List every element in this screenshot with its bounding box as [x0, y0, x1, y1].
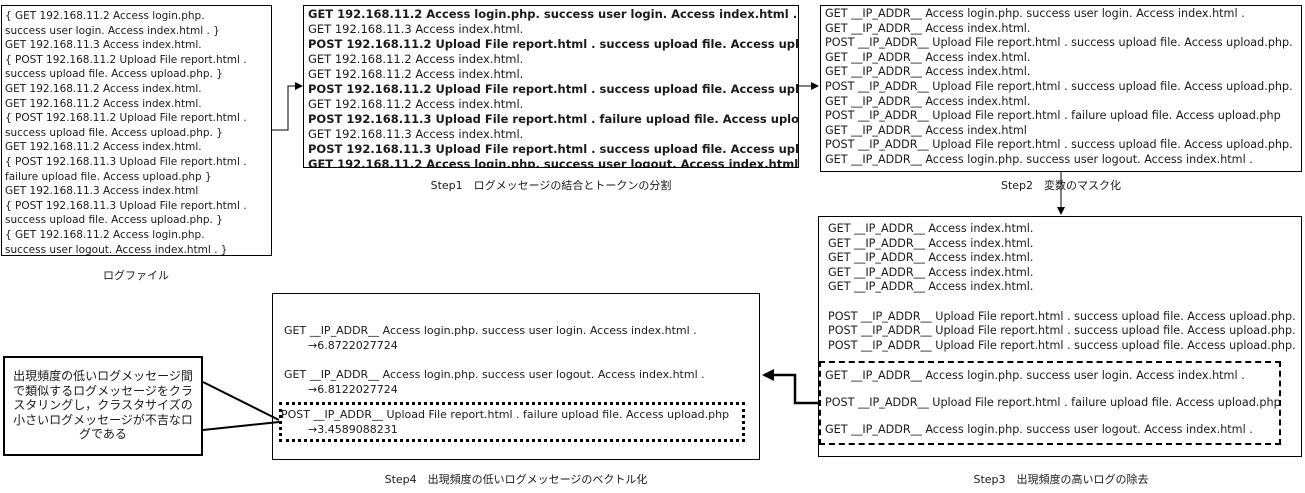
log-file-caption: ログファイル [103, 269, 169, 282]
log-line: success upload file. Access upload.php. … [5, 68, 223, 81]
step2-line: GET __IP_ADDR__ Access index.html. [825, 65, 1031, 79]
step2-line: POST __IP_ADDR__ Upload File report.html… [825, 109, 1281, 123]
step4-entry-text: GET __IP_ADDR__ Access login.php. succes… [284, 324, 697, 337]
step4-entry-value: →6.8722027724 [308, 338, 398, 352]
step1-box: GET 192.168.11.2 Access login.php. succe… [303, 5, 799, 168]
log-line: failure upload file. Access upload.php } [5, 170, 212, 183]
step3-frequent-line: POST __IP_ADDR__ Upload File report.html… [828, 324, 1296, 338]
log-line: GET 192.168.11.2 Access index.html. [5, 82, 202, 95]
log-line: { GET 192.168.11.2 Access login.php. [5, 10, 205, 22]
step3-frequent-line: GET __IP_ADDR__ Access index.html. [828, 265, 1034, 279]
step1-line: GET 192.168.11.2 Access index.html. [308, 67, 524, 81]
step3-frequent-line: GET __IP_ADDR__ Access index.html. [828, 236, 1034, 250]
log-line: { GET 192.168.11.2 Access login.php. [5, 228, 205, 241]
note-callout: 出現頻度の低いログメッセージ間で類似するログメッセージをクラスタリングし，クラス… [3, 356, 203, 456]
step4-entry-text: POST __IP_ADDR__ Upload File report.html… [281, 408, 730, 421]
step4-entry-value: →6.8122027724 [308, 382, 398, 396]
log-file-box: { GET 192.168.11.2 Access login.php. suc… [1, 5, 272, 256]
step2-line: GET __IP_ADDR__ Access index.html. [825, 21, 1031, 35]
step3-frequent-line: POST __IP_ADDR__ Upload File report.html… [828, 338, 1296, 352]
step3-frequent-line: POST __IP_ADDR__ Upload File report.html… [828, 309, 1296, 323]
log-line: GET 192.168.11.3 Access index.html. [5, 39, 202, 52]
log-line: { POST 192.168.11.2 Upload File report.h… [5, 53, 247, 66]
step4-entry-value: →3.4589088231 [308, 422, 398, 436]
log-line: { POST 192.168.11.3 Upload File report.h… [5, 155, 247, 168]
step2-line: GET __IP_ADDR__ Access login.php. succes… [825, 7, 1245, 20]
step1-line: GET 192.168.11.2 Access login.php. succe… [308, 157, 799, 168]
log-line: success upload file. Access upload.php. … [5, 126, 223, 139]
step1-line: GET 192.168.11.2 Access login.php. succe… [308, 7, 798, 21]
step3-frequent-line: GET __IP_ADDR__ Access index.html. [828, 280, 1034, 294]
log-line: success user logout. Access index.html .… [5, 243, 228, 256]
note-text: 出現頻度の低いログメッセージ間で類似するログメッセージをクラスタリングし，クラス… [13, 369, 193, 441]
step2-line: GET __IP_ADDR__ Access index.html [825, 123, 1027, 137]
log-line: GET 192.168.11.2 Access index.html. [5, 141, 202, 154]
anomaly-highlight [279, 402, 745, 442]
step1-line: POST 192.168.11.2 Upload File report.htm… [308, 37, 799, 51]
step1-line: GET 192.168.11.2 Access index.html. [308, 52, 524, 66]
step3-box: GET __IP_ADDR__ Access index.html. GET _… [818, 216, 1302, 457]
step4-caption: Step4 出現頻度の低いログメッセージのベクトル化 [384, 473, 648, 486]
step4-entries: GET __IP_ADDR__ Access login.php. succes… [281, 324, 730, 437]
step1-line: GET 192.168.11.3 Access index.html. [308, 127, 524, 141]
rare-logs-highlight [819, 361, 1281, 445]
step2-box: GET __IP_ADDR__ Access login.php. succes… [820, 5, 1302, 172]
step2-line: GET __IP_ADDR__ Access index.html. [825, 50, 1031, 64]
step1-line: GET 192.168.11.3 Access index.html. [308, 22, 524, 36]
arrow-step3-to-step4 [762, 369, 819, 405]
step4-entry-text: GET __IP_ADDR__ Access login.php. succes… [284, 368, 705, 381]
step2-line: POST __IP_ADDR__ Upload File report.html… [825, 36, 1293, 50]
step2-line: GET __IP_ADDR__ Access index.html. [825, 94, 1031, 108]
log-line: { POST 192.168.11.2 Upload File report.h… [5, 112, 247, 125]
step2-line: POST __IP_ADDR__ Upload File report.html… [825, 138, 1293, 152]
step1-line: POST 192.168.11.3 Upload File report.htm… [308, 112, 799, 126]
step1-line: GET 192.168.11.2 Access index.html. [308, 97, 524, 111]
log-line: success user login. Access index.html . … [5, 24, 220, 37]
step1-line: POST 192.168.11.3 Upload File report.htm… [308, 142, 799, 156]
step3-caption: Step3 出現頻度の高いログの除去 [973, 473, 1149, 486]
step3-rare-line: POST __IP_ADDR__ Upload File report.html… [825, 395, 1281, 409]
log-line: success upload file. Access upload.php. … [5, 214, 223, 227]
step1-line: POST 192.168.11.2 Upload File report.htm… [308, 82, 799, 96]
log-line: { POST 192.168.11.3 Upload File report.h… [5, 199, 247, 212]
log-line: GET 192.168.11.3 Access index.html [5, 185, 199, 198]
step3-rare-line: GET __IP_ADDR__ Access login.php. succes… [825, 369, 1245, 383]
arrow-log-to-step1 [272, 82, 303, 131]
step3-frequent-line: GET __IP_ADDR__ Access index.html. [828, 251, 1034, 265]
log-line: GET 192.168.11.2 Access index.html. [5, 97, 202, 110]
callout-pointer [202, 381, 280, 431]
step4-box [272, 293, 760, 460]
step1-caption: Step1 ログメッセージの結合とトークンの分割 [430, 179, 672, 192]
step2-line: POST __IP_ADDR__ Upload File report.html… [825, 79, 1293, 93]
step2-line: GET __IP_ADDR__ Access login.php. succes… [825, 152, 1253, 166]
step3-rare-line: GET __IP_ADDR__ Access login.php. succes… [825, 422, 1253, 436]
step3-frequent-line: GET __IP_ADDR__ Access index.html. [828, 222, 1034, 235]
